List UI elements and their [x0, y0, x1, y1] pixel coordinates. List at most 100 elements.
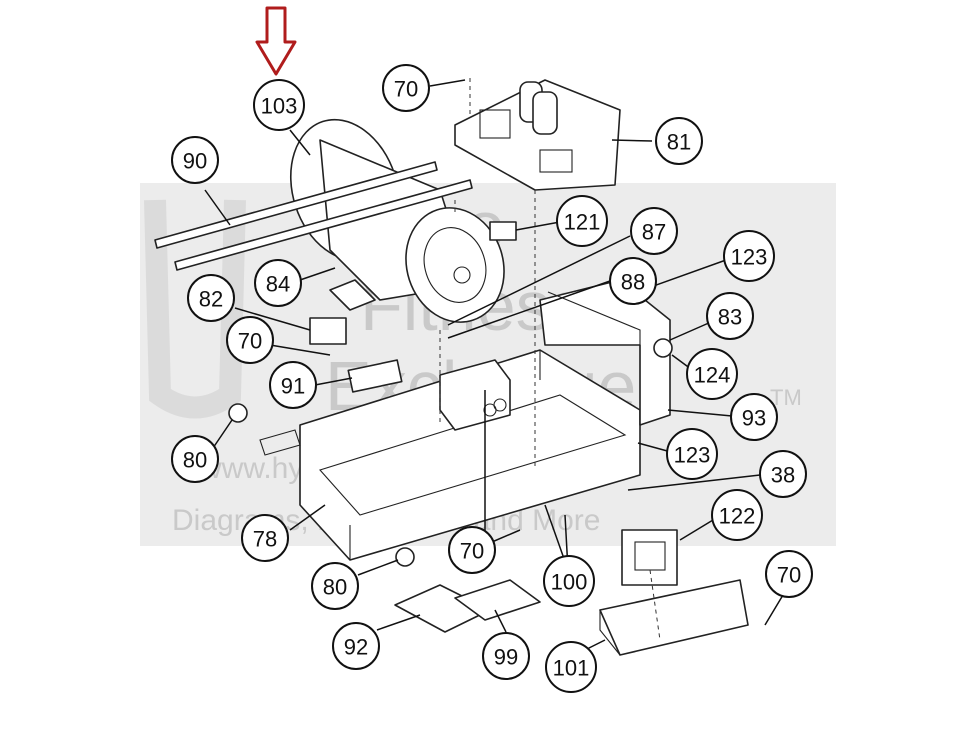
- callout-circle: [269, 361, 317, 409]
- callout-123: 123: [666, 428, 718, 480]
- callout-70: 70: [382, 64, 430, 112]
- callout-124: 124: [686, 348, 738, 400]
- callout-70: 70: [448, 526, 496, 574]
- callout-circle: [666, 428, 718, 480]
- callout-circle: [241, 514, 289, 562]
- callout-circle: [655, 117, 703, 165]
- mounting-rods: [154, 161, 473, 271]
- callout-label: 100: [551, 570, 588, 595]
- callout-circle: [382, 64, 430, 112]
- label-sticker: [454, 579, 541, 621]
- callout-circle: [686, 348, 738, 400]
- callout-label: 80: [323, 575, 347, 600]
- callout-label: 70: [460, 539, 484, 564]
- callout-label: 81: [667, 130, 691, 155]
- callout-label: 123: [731, 245, 768, 270]
- callout-101: 101: [545, 641, 597, 693]
- callout-label: 103: [261, 94, 298, 119]
- callout-103: 103: [253, 79, 305, 131]
- callout-99: 99: [482, 632, 530, 680]
- callout-100: 100: [543, 555, 595, 607]
- callout-circle: [226, 316, 274, 364]
- callout-circle: [723, 230, 775, 282]
- transformer: [621, 529, 678, 586]
- callout-label: 83: [718, 305, 742, 330]
- callout-label: 38: [771, 463, 795, 488]
- callout-78: 78: [241, 514, 289, 562]
- callout-84: 84: [254, 259, 302, 307]
- callout-label: 91: [281, 374, 305, 399]
- callout-circle: [630, 207, 678, 255]
- callout-circle: [254, 259, 302, 307]
- callout-80: 80: [171, 435, 219, 483]
- grommet: [228, 403, 248, 423]
- callout-70: 70: [765, 550, 813, 598]
- callout-92: 92: [332, 622, 380, 670]
- callout-circle: [171, 136, 219, 184]
- callout-label: 84: [266, 272, 290, 297]
- callout-122: 122: [711, 489, 763, 541]
- callout-label: 82: [199, 287, 223, 312]
- callout-70: 70: [226, 316, 274, 364]
- callout-87: 87: [630, 207, 678, 255]
- callout-circle: [545, 641, 597, 693]
- control-board: [454, 79, 621, 191]
- callout-label: 88: [621, 270, 645, 295]
- callout-circle: [706, 292, 754, 340]
- cover-plate: [347, 359, 403, 393]
- callout-label: 78: [253, 527, 277, 552]
- callout-circle: [482, 632, 530, 680]
- connector-block: [489, 221, 517, 241]
- callout-91: 91: [269, 361, 317, 409]
- relay: [309, 317, 347, 345]
- transformer-bracket: [599, 579, 749, 656]
- callout-label: 93: [742, 406, 766, 431]
- callout-93: 93: [730, 393, 778, 441]
- callout-121: 121: [556, 195, 608, 247]
- callout-label: 70: [238, 329, 262, 354]
- grommet-lower: [395, 547, 415, 567]
- callout-81: 81: [655, 117, 703, 165]
- bushing: [653, 338, 673, 358]
- callout-circle: [253, 79, 305, 131]
- callout-circle: [332, 622, 380, 670]
- callout-80: 80: [311, 562, 359, 610]
- callout-83: 83: [706, 292, 754, 340]
- callout-label: 99: [494, 645, 518, 670]
- callout-label: 123: [674, 443, 711, 468]
- highlight-arrow-icon: [255, 6, 297, 76]
- callout-123: 123: [723, 230, 775, 282]
- callout-circle: [609, 257, 657, 305]
- callout-circle: [556, 195, 608, 247]
- callout-circle: [711, 489, 763, 541]
- callout-circle: [448, 526, 496, 574]
- callout-88: 88: [609, 257, 657, 305]
- callout-label: 90: [183, 149, 207, 174]
- callout-circle: [543, 555, 595, 607]
- watermark-trademark: TM: [770, 385, 802, 410]
- callout-circle: [311, 562, 359, 610]
- watermark-logo-icon: [144, 199, 246, 419]
- callout-circle: [765, 550, 813, 598]
- callout-circle: [187, 274, 235, 322]
- callout-label: 87: [642, 220, 666, 245]
- callout-90: 90: [171, 136, 219, 184]
- callout-82: 82: [187, 274, 235, 322]
- callout-label: 80: [183, 448, 207, 473]
- callout-label: 92: [344, 635, 368, 660]
- callout-circle: [759, 450, 807, 498]
- callout-label: 121: [564, 210, 601, 235]
- callout-label: 124: [694, 363, 731, 388]
- callout-label: 70: [394, 77, 418, 102]
- callout-label: 70: [777, 563, 801, 588]
- callout-circle: [171, 435, 219, 483]
- callout-label: 101: [553, 656, 590, 681]
- leader-lines: [204, 79, 784, 656]
- callout-label: 122: [719, 504, 756, 529]
- callout-circle: [730, 393, 778, 441]
- callouts: 103 90 70 81 121 87 88 123 84 82 70 83 91 124 93 80 123 3…: [171, 64, 813, 693]
- parts-drawing: [154, 78, 749, 656]
- bracket-clip: [329, 279, 376, 311]
- callout-38: 38: [759, 450, 807, 498]
